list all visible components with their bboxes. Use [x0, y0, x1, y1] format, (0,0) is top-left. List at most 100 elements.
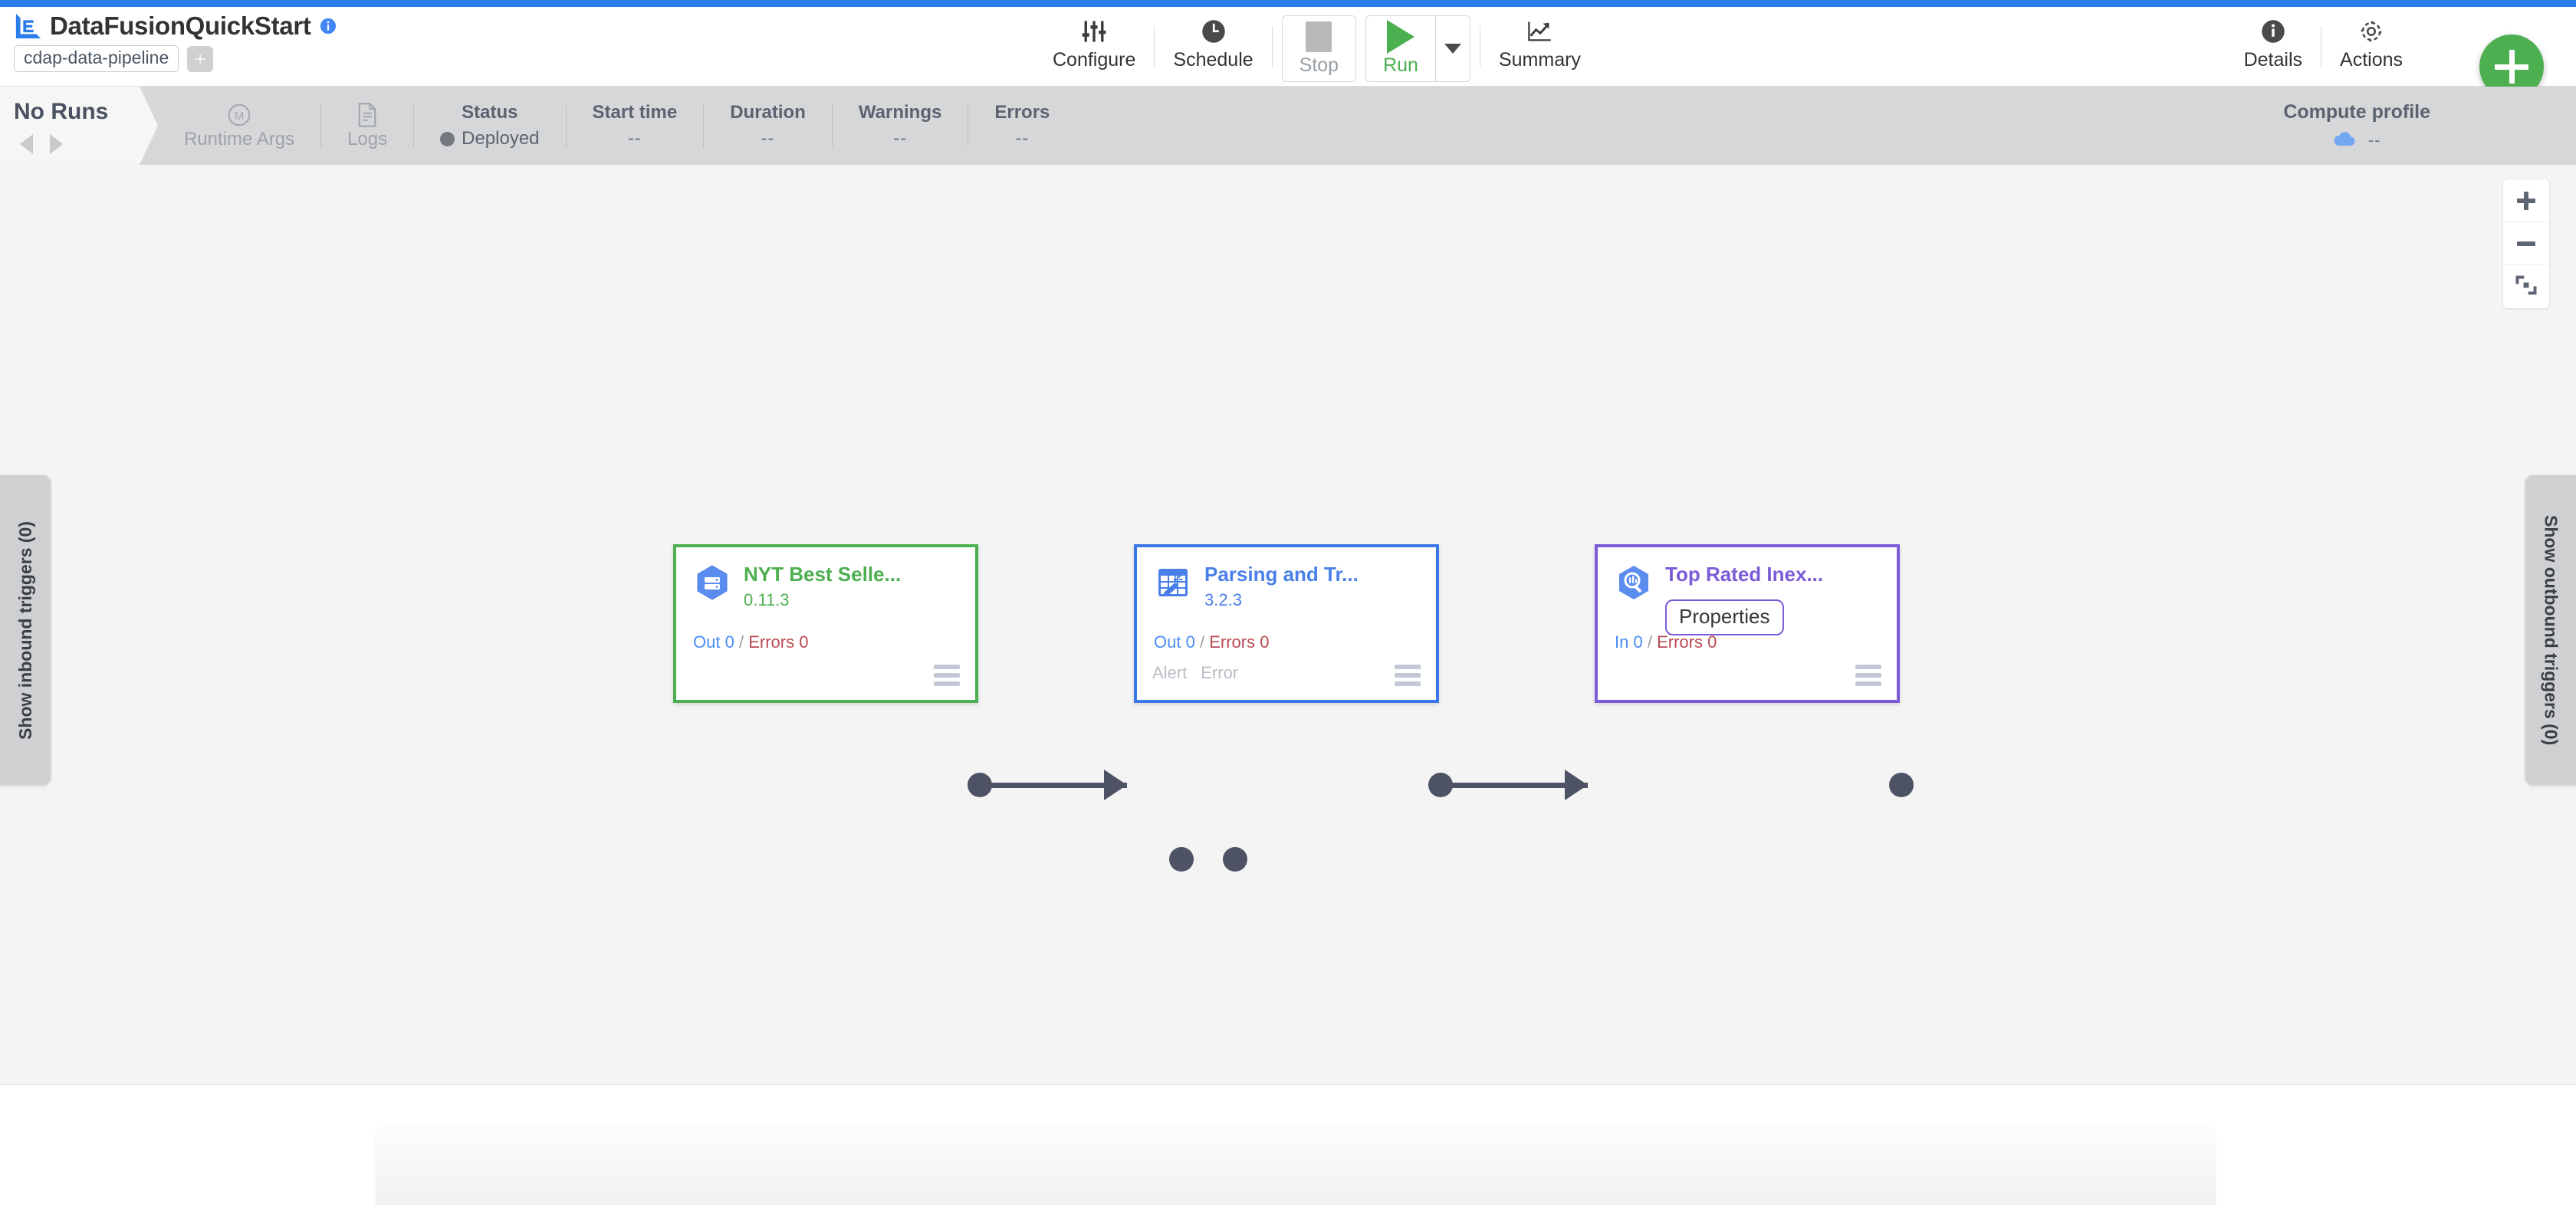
stop-label: Stop — [1299, 54, 1339, 76]
node-alert-port-label: Alert — [1152, 663, 1188, 682]
node-metric-separator: / — [1647, 632, 1652, 652]
hamburger-menu-icon[interactable] — [1395, 665, 1421, 686]
node-in-metric: In 0 — [1615, 632, 1643, 652]
chevron-left-icon[interactable] — [20, 134, 33, 154]
toolbar-divider — [1154, 26, 1155, 67]
start-time-value: -- — [627, 128, 642, 149]
top-accent-strip — [0, 0, 2576, 7]
no-runs-label: No Runs — [14, 99, 109, 124]
hamburger-menu-icon[interactable] — [1855, 665, 1881, 686]
errors-header: Errors — [994, 101, 1050, 123]
status-badge: Deployed — [440, 128, 540, 149]
stop-button[interactable]: Stop — [1283, 16, 1355, 81]
node-errors-metric: Errors 0 — [1209, 632, 1270, 652]
pipeline-canvas[interactable]: Show inbound triggers (0) Show outbound … — [0, 165, 2576, 1085]
zoom-in-button[interactable] — [2503, 179, 2549, 222]
compute-profile-header: Compute profile — [2283, 100, 2430, 123]
errors-value: -- — [1015, 128, 1030, 149]
details-button[interactable]: Details — [2230, 9, 2316, 71]
node-out-metric: Out 0 — [1154, 632, 1195, 652]
run-button[interactable]: Run — [1366, 16, 1435, 81]
info-circle-icon[interactable] — [320, 18, 337, 34]
outbound-triggers-label: Show outbound triggers (0) — [2541, 514, 2561, 746]
status-header: Status — [462, 101, 518, 123]
add-tag-button[interactable]: + — [187, 45, 214, 72]
toolbar-center-actions: Configure Schedule — [1039, 9, 1595, 84]
node-metrics: Out 0 / Errors 0 — [693, 632, 808, 652]
stat-divider — [413, 104, 415, 147]
configure-button[interactable]: Configure — [1039, 9, 1149, 71]
warnings-header: Warnings — [858, 101, 942, 123]
top-toolbar: DataFusionQuickStart cdap-data-pipeline … — [0, 7, 2576, 99]
stat-divider — [831, 104, 833, 147]
errors-stat: Errors -- — [968, 87, 1076, 165]
connector-wrangler-to-sink — [1442, 783, 1588, 788]
node-wrangler-alert-port[interactable] — [1169, 847, 1194, 872]
schedule-label: Schedule — [1173, 49, 1254, 71]
node-name: Parsing and Tr... — [1204, 563, 1359, 586]
configure-label: Configure — [1053, 49, 1136, 71]
no-runs-tab-arrow — [140, 87, 158, 165]
canvas-zoom-controls — [2502, 179, 2550, 309]
run-button-box[interactable]: Run — [1365, 15, 1470, 82]
stat-divider — [703, 104, 705, 147]
node-header: Parsing and Tr... 3.2.3 — [1137, 547, 1436, 610]
pipeline-node-wrangler[interactable]: Parsing and Tr... 3.2.3 Out 0 / Errors 0… — [1134, 544, 1439, 703]
bigquery-search-hexagon-icon — [1615, 563, 1653, 602]
warnings-stat: Warnings -- — [833, 87, 968, 165]
status-stat: Status Deployed — [414, 87, 565, 165]
hamburger-menu-icon[interactable] — [934, 665, 960, 686]
compute-profile-value: -- — [2367, 130, 2381, 149]
show-inbound-triggers-tab[interactable]: Show inbound triggers (0) — [0, 475, 51, 785]
node-error-port-label: Error — [1201, 663, 1239, 682]
chevron-down-icon — [1444, 44, 1461, 54]
logs-label: Logs — [347, 129, 388, 150]
pipeline-node-sink[interactable]: Top Rated Inex... Properties In 0 / Erro… — [1595, 544, 1900, 703]
inbound-triggers-label: Show inbound triggers (0) — [15, 520, 35, 740]
page-title: DataFusionQuickStart — [50, 11, 311, 40]
info-circle-icon — [2260, 15, 2286, 48]
cdap-logo-icon — [14, 11, 43, 41]
gear-icon — [2358, 15, 2384, 48]
node-port-labels: Alert Error — [1152, 663, 1238, 683]
stop-button-box[interactable]: Stop — [1281, 15, 1357, 82]
bigquery-hexagon-icon — [693, 563, 731, 602]
document-icon — [356, 101, 379, 129]
logs-button[interactable]: Logs — [321, 87, 413, 165]
pipeline-node-source[interactable]: NYT Best Selle... 0.11.3 Out 0 / Errors … — [673, 544, 978, 703]
schedule-button[interactable]: Schedule — [1159, 9, 1267, 71]
run-status-bar: No Runs M Runtime Args — [0, 87, 2576, 165]
artifact-type-pill[interactable]: cdap-data-pipeline — [14, 45, 179, 73]
node-name: Top Rated Inex... — [1665, 563, 1824, 586]
node-header: NYT Best Selle... 0.11.3 — [676, 547, 975, 610]
fit-to-screen-button[interactable] — [2503, 265, 2549, 308]
summary-button[interactable]: Summary — [1485, 9, 1595, 71]
run-dropdown-button[interactable] — [1436, 16, 1470, 81]
svg-text:M: M — [235, 110, 244, 123]
runtime-args-button[interactable]: M Runtime Args — [158, 87, 320, 165]
wrangler-magicwand-icon — [1154, 563, 1192, 602]
details-label: Details — [2243, 49, 2303, 71]
status-value: Deployed — [462, 128, 540, 149]
connector-source-to-wrangler — [981, 783, 1127, 788]
run-label: Run — [1383, 54, 1418, 76]
node-metric-separator: / — [1199, 632, 1205, 652]
chevron-right-icon[interactable] — [50, 134, 63, 154]
compute-profile[interactable]: Compute profile -- — [2283, 87, 2430, 165]
zoom-out-button[interactable] — [2503, 222, 2549, 265]
toolbar-right-actions: Details Actions — [2230, 9, 2417, 84]
show-outbound-triggers-tab[interactable]: Show outbound triggers (0) — [2525, 475, 2576, 785]
bottom-collapsed-panel[interactable] — [376, 1128, 2216, 1205]
actions-button[interactable]: Actions — [2326, 9, 2417, 71]
node-sink-output-port[interactable] — [1889, 773, 1914, 797]
node-header: Top Rated Inex... — [1598, 547, 1897, 602]
macro-m-icon: M — [227, 101, 251, 129]
node-wrangler-error-port[interactable] — [1223, 847, 1247, 872]
sliders-icon — [1081, 15, 1107, 48]
duration-header: Duration — [730, 101, 806, 123]
start-time-stat: Start time -- — [567, 87, 704, 165]
node-properties-button[interactable]: Properties — [1665, 599, 1784, 635]
connector-arrow-1 — [1104, 770, 1127, 800]
actions-label: Actions — [2340, 49, 2403, 71]
